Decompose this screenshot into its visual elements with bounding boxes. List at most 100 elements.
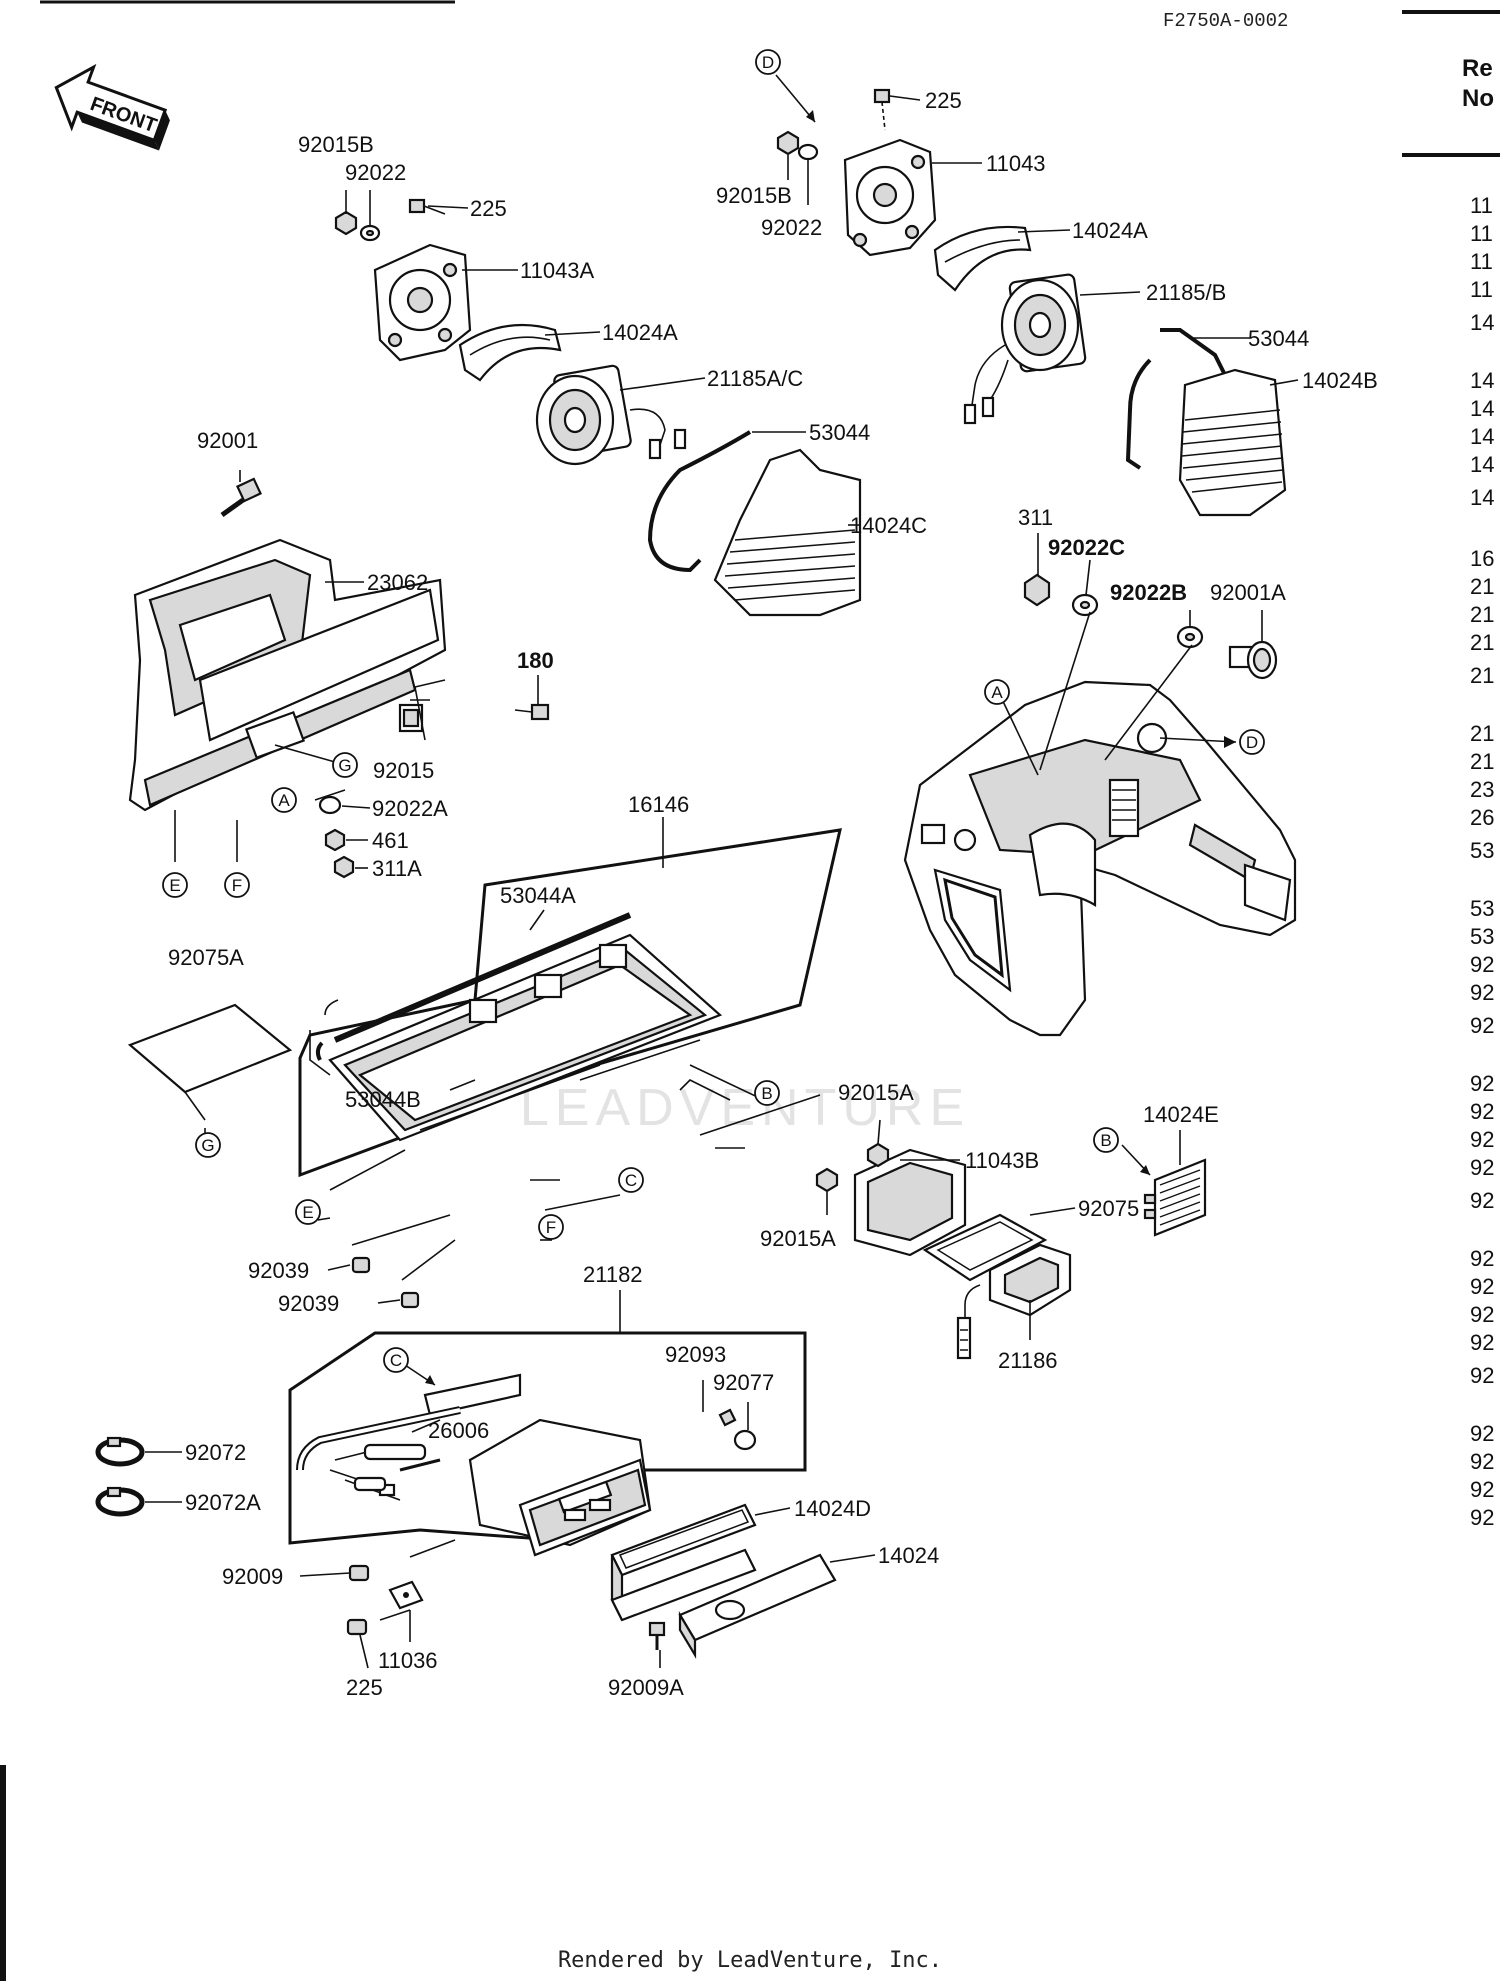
nut-92039-b	[400, 1291, 420, 1309]
ref-row: 92	[1470, 1505, 1494, 1530]
ref-row: 11	[1470, 221, 1493, 246]
washer-92022b	[1176, 625, 1204, 649]
label-53044b: 53044B	[345, 1087, 421, 1112]
callout-d-top: D	[755, 49, 781, 75]
ref-row: 21	[1470, 721, 1494, 746]
label-92075a: 92075A	[168, 945, 244, 970]
bolt-225-left	[408, 198, 446, 215]
ref-row: 92	[1470, 952, 1494, 977]
wire-53044-left	[647, 430, 752, 573]
drawing-code: F2750A-0002	[1163, 10, 1289, 32]
bolt-225-right	[873, 88, 891, 131]
bezel-14024d	[610, 1503, 757, 1622]
console-body	[903, 680, 1297, 1037]
ref-row: 21	[1470, 663, 1494, 688]
ref-row: 11	[1470, 277, 1493, 302]
svg-text:F: F	[232, 876, 242, 895]
lens-14024e	[1143, 1158, 1207, 1237]
label-26006: 26006	[428, 1418, 489, 1443]
label-92022b: 92022B	[1110, 580, 1187, 605]
screw-92009	[348, 1564, 370, 1582]
label-14024e: 14024E	[1143, 1102, 1219, 1127]
label-225-left: 225	[470, 196, 507, 221]
ref-rows: 1111111114141414141416212121212121232653…	[1470, 193, 1494, 1530]
callout-e-middle: E	[295, 1199, 321, 1225]
ref-row: 92	[1470, 1099, 1494, 1124]
ref-row: 53	[1470, 838, 1494, 863]
label-92015a-a: 92015A	[838, 1080, 914, 1105]
callout-a-left: A	[271, 787, 297, 813]
ref-row: 92	[1470, 1449, 1494, 1474]
ref-row: 21	[1470, 749, 1494, 774]
callout-b-lens: B	[1093, 1127, 1119, 1153]
svg-text:C: C	[625, 1171, 637, 1190]
ref-header-line1: Re	[1462, 55, 1493, 82]
svg-text:G: G	[201, 1136, 214, 1155]
ref-row: 92	[1470, 1477, 1494, 1502]
label-53044-right: 53044	[1248, 326, 1309, 351]
screw-225-bottom	[346, 1618, 368, 1636]
label-225-bottom: 225	[346, 1675, 383, 1700]
label-92001a: 92001A	[1210, 580, 1286, 605]
nut-311	[1023, 573, 1051, 607]
wire-53044-right	[1160, 328, 1227, 376]
svg-text:E: E	[302, 1203, 313, 1222]
ref-row: 92	[1470, 1363, 1494, 1388]
right-speaker-assembly	[776, 88, 1287, 517]
reference-table: Re No 1111111114141414141416212121212121…	[1402, 10, 1500, 1530]
callout-a-console: A	[984, 679, 1010, 705]
label-21185ac: 21185A/C	[707, 366, 803, 391]
label-14024a-right: 14024A	[1072, 218, 1148, 243]
nut-92015b-right	[776, 130, 800, 156]
housing-11043b	[853, 1148, 967, 1257]
rod-53044a	[333, 912, 632, 1043]
watermark: LEADVENTURE	[520, 1079, 970, 1137]
svg-text:C: C	[390, 1351, 402, 1370]
ref-row: 92	[1470, 1127, 1494, 1152]
svg-text:F: F	[546, 1218, 556, 1237]
label-92001: 92001	[197, 428, 258, 453]
ref-row: 23	[1470, 777, 1494, 802]
ref-row: 92	[1470, 1421, 1494, 1446]
bracket-23062	[128, 477, 447, 812]
trim-14024a-right	[933, 225, 1032, 292]
label-92009: 92009	[222, 1564, 283, 1589]
callout-c-radio: C	[383, 1347, 409, 1373]
callout-d-console: D	[1239, 729, 1265, 755]
ref-row: 92	[1470, 1013, 1494, 1038]
ref-row: 92	[1470, 1274, 1494, 1299]
ref-row: 14	[1470, 396, 1494, 421]
group-21182	[288, 1331, 807, 1557]
nut-92015a-b	[815, 1167, 839, 1193]
page-edge-bar	[0, 1765, 6, 1981]
label-92015a-b: 92015A	[760, 1226, 836, 1251]
label-92039-b: 92039	[278, 1291, 339, 1316]
callout-g-pad: G	[195, 1132, 221, 1158]
part-labels: 92015B 92022 225 11043A 14024A 21185A/C …	[168, 88, 1378, 1700]
label-311: 311	[1018, 505, 1053, 530]
ref-row: 26	[1470, 805, 1494, 830]
nut-461	[324, 828, 346, 852]
label-21182: 21182	[583, 1262, 643, 1287]
bracket-11043a	[373, 243, 472, 362]
ref-row: 92	[1470, 980, 1494, 1005]
nut-311a	[333, 855, 355, 879]
ref-row: 11	[1470, 193, 1493, 218]
svg-text:B: B	[1100, 1131, 1111, 1150]
label-311a: 311A	[372, 856, 422, 881]
label-92022c: 92022C	[1048, 535, 1125, 560]
footer-credit: Rendered by LeadVenture, Inc.	[557, 1948, 943, 1973]
label-23062: 23062	[367, 570, 428, 595]
label-92072: 92072	[185, 1440, 246, 1465]
group-16146	[298, 828, 842, 1178]
label-21185b: 21185/B	[1146, 280, 1226, 305]
clamp-92072	[95, 1436, 145, 1467]
ref-row: 92	[1470, 1155, 1494, 1180]
ref-header-line2: No	[1462, 85, 1494, 112]
callout-f-middle: F	[538, 1214, 564, 1240]
clamp-92072a	[95, 1486, 145, 1517]
nut-92039-a	[351, 1256, 371, 1274]
front-arrow-icon: FRONT	[54, 63, 170, 151]
label-14024c: 14024C	[850, 513, 927, 538]
